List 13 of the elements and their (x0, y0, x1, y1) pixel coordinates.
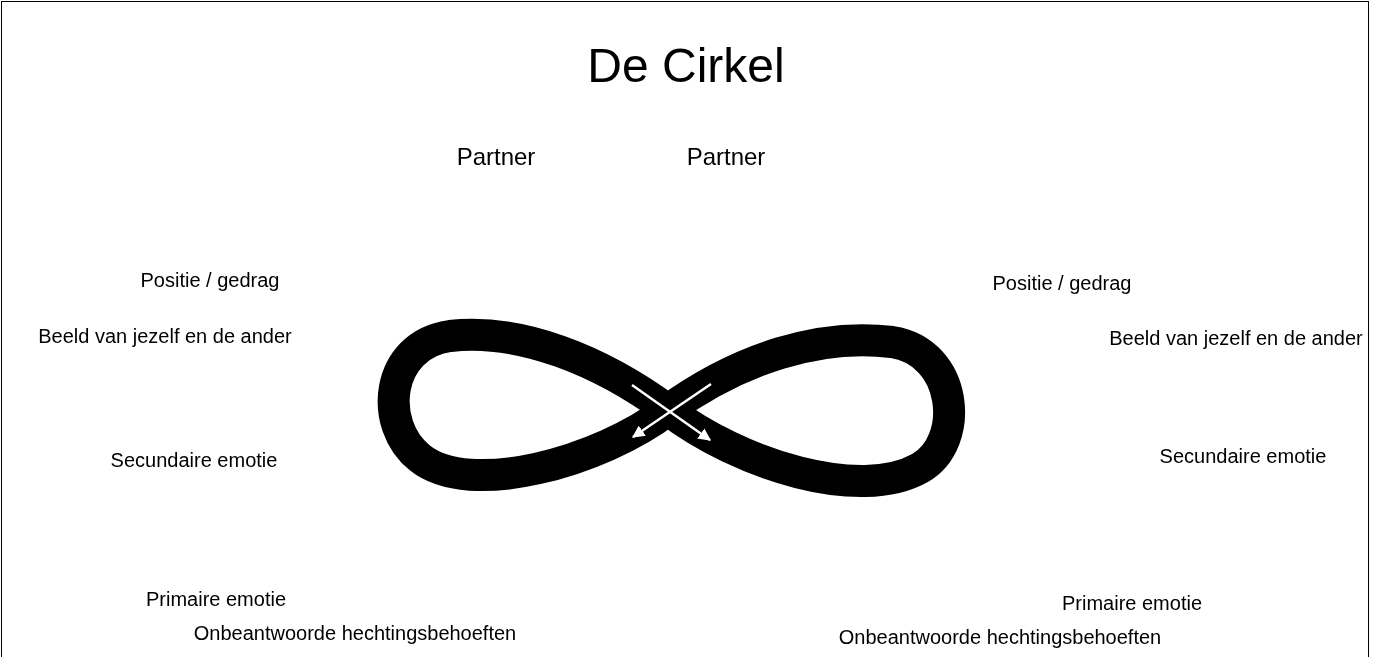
side-label: Positie / gedrag (140, 268, 280, 292)
side-label: Primaire emotie (146, 587, 286, 611)
diagram-title: De Cirkel (587, 37, 785, 93)
side-label: Secundaire emotie (110, 448, 278, 472)
side-label: Onbeantwoorde hechtingsbehoeften (838, 625, 1162, 649)
side-label: Beeld van jezelf en de ander (1109, 326, 1363, 350)
side-label: Secundaire emotie (1159, 444, 1327, 468)
side-label: Primaire emotie (1062, 591, 1202, 615)
partner-label: Partner (456, 143, 536, 171)
side-label: Onbeantwoorde hechtingsbehoeften (193, 621, 517, 645)
partner-label: Partner (686, 143, 766, 171)
side-label: Beeld van jezelf en de ander (38, 324, 292, 348)
side-label: Positie / gedrag (992, 271, 1132, 295)
